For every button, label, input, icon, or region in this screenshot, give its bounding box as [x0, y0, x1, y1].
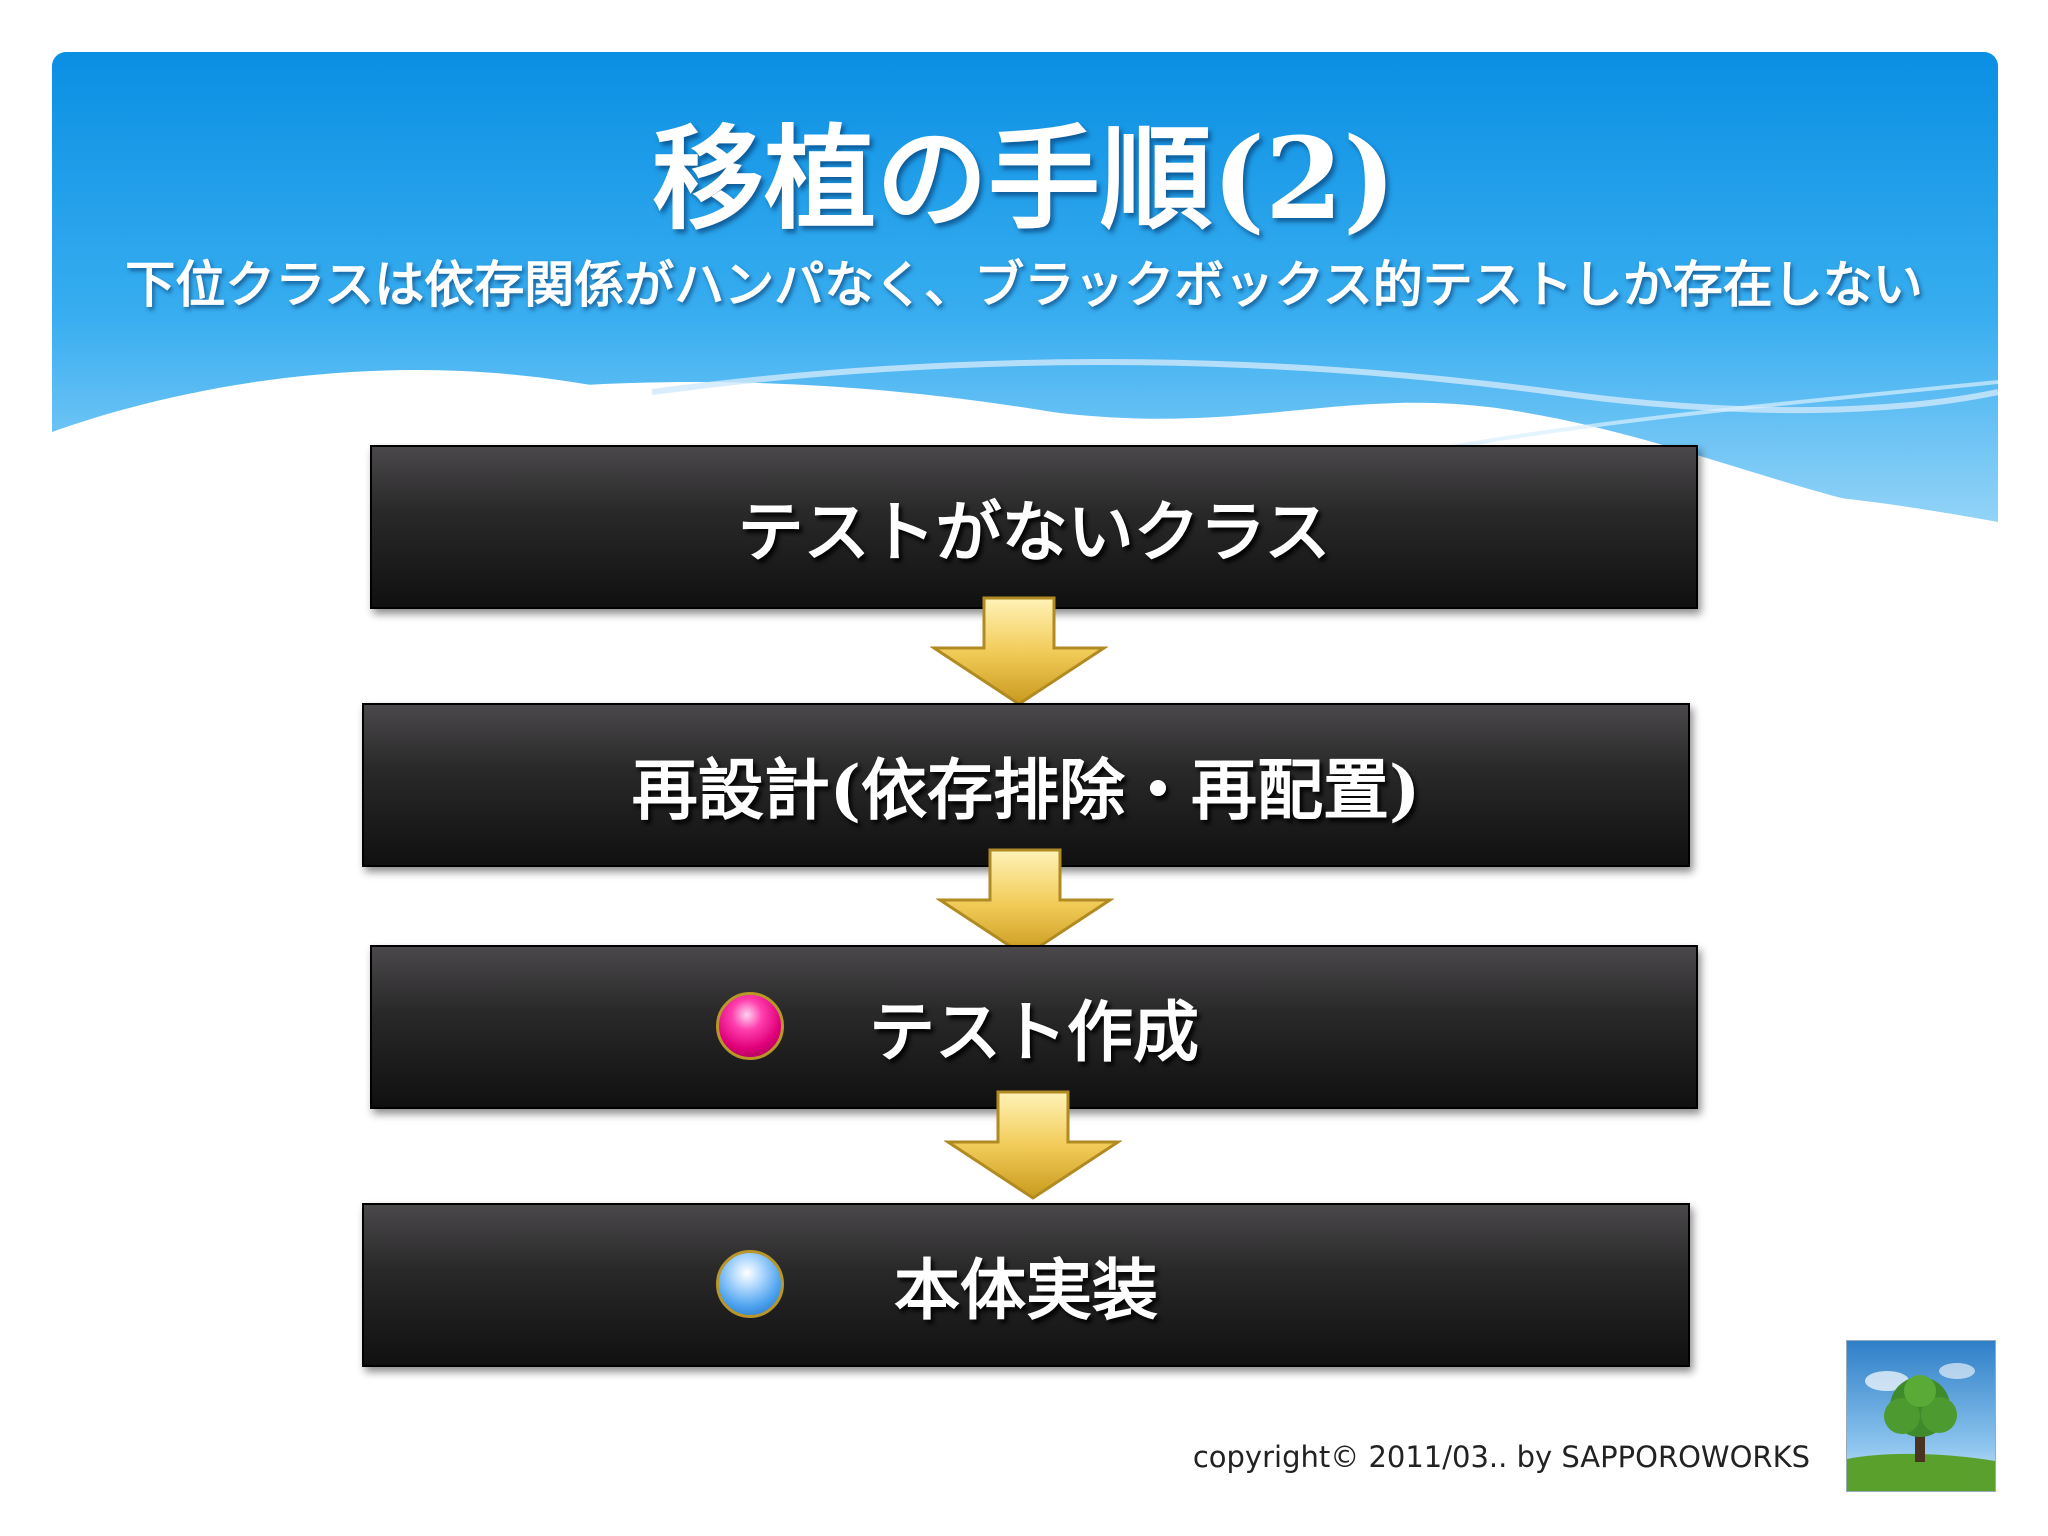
step-box-3: テスト作成: [370, 945, 1698, 1109]
slide-subtitle: 下位クラスは依存関係がハンパなく、ブラックボックス的テストしか存在しない: [125, 255, 1923, 314]
slide-title: 移植の手順(2): [652, 114, 1396, 245]
step-label: テストがないクラス: [737, 493, 1331, 571]
step-box-1: テストがないクラス: [370, 445, 1698, 609]
down-arrow-icon: [944, 1090, 1122, 1200]
down-arrow-icon: [930, 596, 1108, 706]
step-label: テスト作成: [869, 993, 1199, 1071]
blue-ball-icon: [716, 1250, 784, 1318]
step-label: 再設計(依存排除・再配置): [631, 751, 1421, 829]
tree-thumbnail-image: [1846, 1340, 1996, 1492]
down-arrow-icon: [936, 848, 1114, 958]
step-box-4: 本体実装: [362, 1203, 1690, 1367]
step-label: 本体実装: [894, 1251, 1158, 1329]
pink-ball-icon: [716, 992, 784, 1060]
step-box-2: 再設計(依存排除・再配置): [362, 703, 1690, 867]
copyright-text: copyright© 2011/03.. by SAPPOROWORKS: [1192, 1440, 1810, 1474]
